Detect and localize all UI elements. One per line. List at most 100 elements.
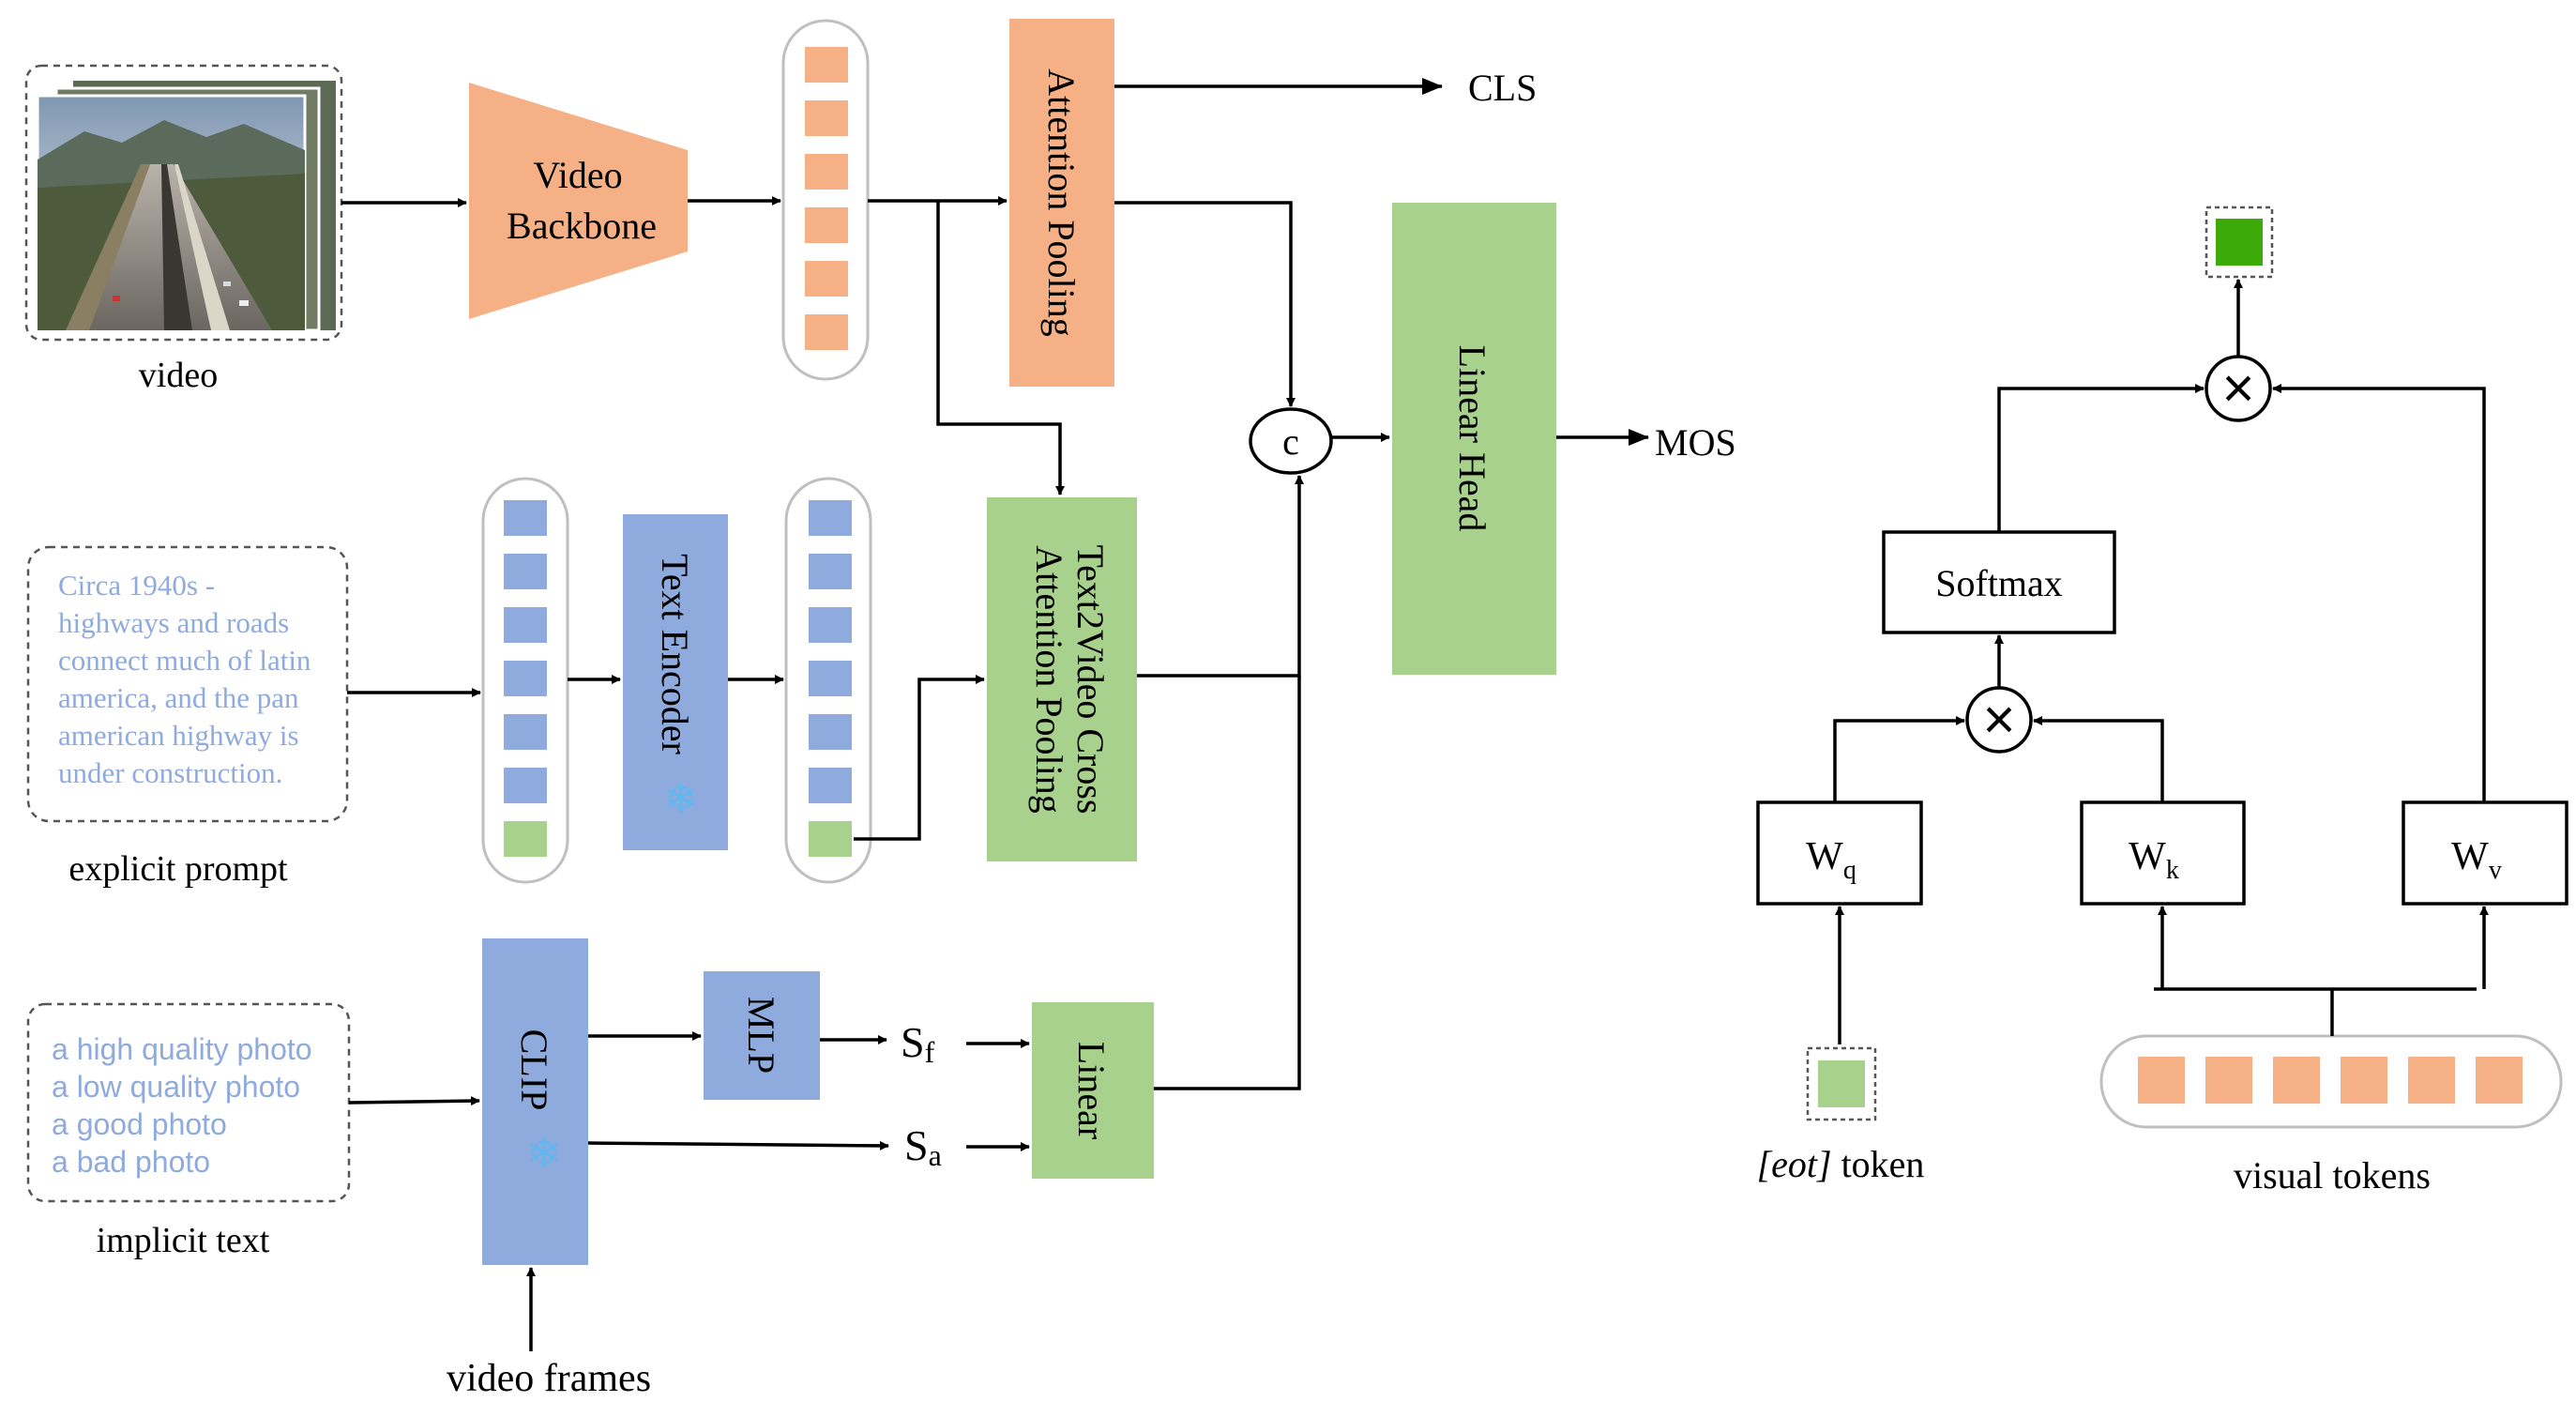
implicit-text-box: a high quality photo a low quality photo… — [26, 1002, 351, 1260]
video-backbone-block: Video Backbone — [469, 83, 688, 319]
text-token — [504, 714, 547, 750]
text-input-tokens — [481, 477, 569, 884]
mlp-label: MLP — [740, 997, 782, 1074]
wq-box — [1756, 800, 1923, 906]
implicit-text-label: implicit text — [97, 1221, 270, 1260]
text-token-eot — [809, 821, 852, 857]
eot-token — [1818, 1060, 1865, 1107]
text-token — [809, 500, 852, 536]
text-token — [809, 768, 852, 803]
video-backbone-label-line1: Video — [533, 154, 622, 196]
eot-token-label: [eot] token — [1757, 1143, 1925, 1185]
explicit-prompt-line: Circa 1940s - — [58, 569, 215, 602]
text2video-cross-attention-block: Text2Video Cross Attention Pooling — [987, 497, 1137, 861]
text-token — [809, 714, 852, 750]
wk-box — [2080, 800, 2246, 906]
video-backbone-trapezoid — [469, 83, 688, 319]
explicit-prompt-label: explicit prompt — [68, 849, 288, 889]
video-token — [805, 207, 848, 243]
text-encoder-rect — [623, 514, 728, 850]
explicit-prompt-line: connect much of latin — [58, 644, 311, 677]
visual-token — [2408, 1057, 2455, 1104]
text-token — [504, 768, 547, 803]
video-token — [805, 154, 848, 190]
wq-label: Wq — [1806, 835, 1856, 885]
linear-head-rect — [1392, 203, 1556, 675]
text-token — [504, 607, 547, 643]
text-token — [504, 500, 547, 536]
implicit-text-line: a good photo — [52, 1107, 227, 1141]
video-thumbnail-image — [36, 94, 307, 332]
cls-label: CLS — [1468, 67, 1537, 109]
text-encoder-block: Text Encoder ❄ — [623, 514, 728, 850]
multiply-icon: × — [2221, 357, 2254, 419]
clip-rect — [482, 938, 588, 1265]
text-token — [504, 554, 547, 589]
video-token — [805, 100, 848, 136]
mos-label: MOS — [1655, 421, 1736, 464]
video-token — [805, 261, 848, 297]
text-token-eot — [504, 821, 547, 857]
explicit-prompt-box: Circa 1940s - highways and roads connect… — [26, 545, 349, 889]
visual-token — [2205, 1057, 2252, 1104]
linear-rect — [1032, 1002, 1154, 1179]
explicit-prompt-line: american highway is — [58, 719, 299, 752]
softmax-box — [1882, 530, 2116, 634]
text-token — [809, 554, 852, 589]
concat-label: c — [1282, 420, 1299, 463]
attention-pooling-label: Attention Pooling — [1040, 69, 1083, 337]
wv-box — [2402, 800, 2568, 906]
clip-label: CLIP — [513, 1029, 555, 1111]
s-a-label: Sa — [904, 1121, 942, 1172]
visual-token — [2273, 1057, 2320, 1104]
video-frames-label: video frames — [447, 1357, 651, 1400]
text-output-tokens — [784, 477, 872, 884]
eot-token-border — [1806, 1046, 1877, 1121]
mlp-block: MLP — [704, 971, 820, 1100]
explicit-prompt-line: under construction. — [58, 756, 282, 789]
linear-label: Linear — [1070, 1042, 1113, 1139]
wk-label: Wk — [2129, 835, 2179, 885]
linear-head-label: Linear Head — [1451, 345, 1493, 532]
mlp-rect — [704, 971, 820, 1100]
implicit-text-line: a bad photo — [52, 1145, 210, 1179]
linear-block: Linear — [1032, 1002, 1154, 1179]
visual-token — [2341, 1057, 2387, 1104]
explicit-prompt-border — [26, 545, 349, 823]
output-token — [2216, 219, 2263, 266]
text2video-label-line2: Attention Pooling — [1028, 545, 1070, 814]
video-input: video — [24, 64, 343, 395]
implicit-text-line: a low quality photo — [52, 1070, 300, 1104]
attention-pooling-rect — [1009, 19, 1114, 387]
attention-detail: × Softmax × Wq Wk Wv [eot] token visual … — [1756, 206, 2568, 1196]
video-token — [805, 314, 848, 350]
text-output-capsule — [784, 477, 872, 884]
softmax-label: Softmax — [1935, 562, 2063, 604]
visual-token — [2476, 1057, 2523, 1104]
snowflake-icon: ❄ — [527, 1131, 562, 1177]
explicit-prompt-line: highways and roads — [58, 606, 289, 639]
attention-pooling-block: Attention Pooling — [1009, 19, 1114, 387]
multiply-icon: × — [1982, 688, 2015, 751]
video-label: video — [139, 356, 218, 395]
text-token — [809, 661, 852, 696]
linear-head-block: Linear Head — [1392, 203, 1556, 675]
visual-tokens-label: visual tokens — [2234, 1154, 2431, 1196]
text2video-label-line1: Text2Video Cross — [1069, 545, 1112, 815]
concat-node: c — [1249, 407, 1333, 475]
text-encoder-label: Text Encoder — [654, 554, 696, 754]
clip-block: CLIP ❄ — [482, 938, 588, 1265]
snowflake-icon: ❄ — [664, 776, 699, 822]
video-feature-tokens — [781, 19, 870, 381]
video-backbone-label-line2: Backbone — [507, 205, 657, 247]
s-f-label: Sf — [901, 1018, 935, 1069]
visual-token — [2138, 1057, 2185, 1104]
concat-circle — [1249, 407, 1333, 475]
video-token — [805, 47, 848, 83]
text-token — [504, 661, 547, 696]
implicit-text-line: a high quality photo — [52, 1032, 312, 1066]
wv-label: Wv — [2451, 835, 2502, 885]
left-connections — [341, 78, 1649, 1351]
text2video-rect — [987, 497, 1137, 861]
